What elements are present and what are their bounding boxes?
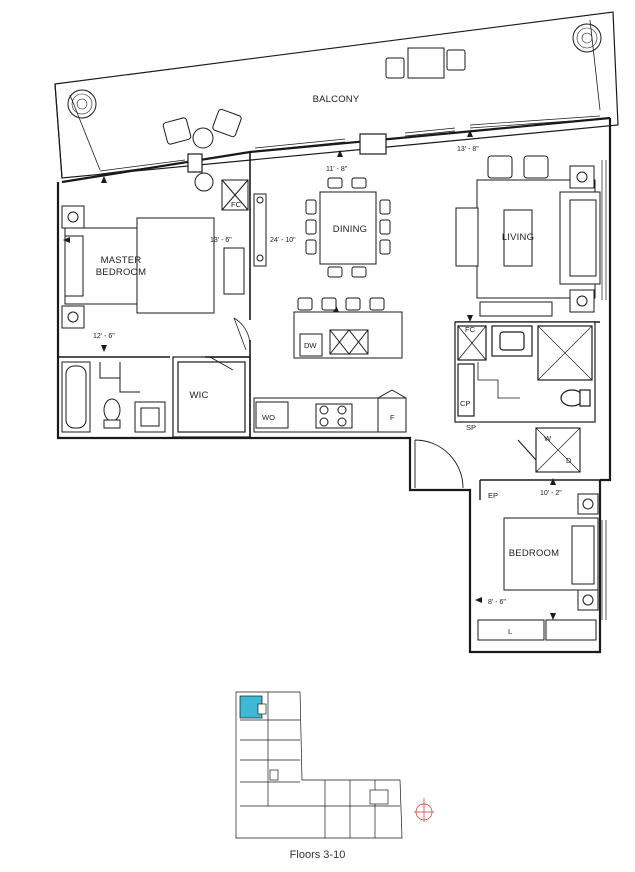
window-lines (99, 115, 607, 620)
balcony (54, 11, 619, 179)
dining-depth-dim: 24' - 10" (270, 237, 296, 244)
sp-label: SP (466, 423, 476, 432)
living-width-dim: 13' - 8" (457, 146, 479, 153)
cp-label: CP (460, 399, 470, 408)
bedroom-depth-dim: 8' - 6" (488, 599, 506, 606)
columns (187, 133, 387, 173)
dining-table (305, 177, 391, 278)
entry-door (414, 439, 464, 489)
bedroom-walls (479, 479, 600, 500)
planter-icon (67, 23, 602, 119)
laundry (517, 427, 581, 473)
kitchen-island (293, 297, 403, 359)
round-chair-icon (194, 172, 214, 192)
living-furniture (455, 155, 601, 317)
kitchen-counter (253, 389, 407, 433)
balcony-label: BALCONY (313, 94, 360, 105)
master-depth-dim: 13' - 6" (210, 237, 232, 244)
dining-width-dim: 11' - 8" (326, 166, 348, 173)
w-label: W (544, 434, 552, 443)
master-door (233, 317, 251, 351)
master-bedroom-label-2: BEDROOM (96, 267, 147, 278)
wo-label: WO (262, 413, 275, 422)
master-ensuite (61, 361, 166, 433)
living-label: LIVING (502, 232, 534, 243)
main-bathroom (454, 321, 596, 423)
dw-label: DW (304, 341, 317, 350)
bedroom-label: BEDROOM (509, 548, 560, 559)
balcony-lounge-set (162, 108, 242, 149)
bedroom-width-dim: 10' - 2" (540, 490, 562, 497)
wic-label: WIC (189, 390, 208, 401)
fc-closet-master (221, 179, 249, 211)
master-bedroom-label-1: MASTER (101, 255, 142, 266)
nightstand-icon (61, 205, 85, 329)
fc-label: FC (231, 200, 242, 209)
balcony-dining-set (385, 47, 466, 79)
dining-label: DINING (333, 224, 367, 235)
fc-bath-label: FC (465, 325, 476, 334)
wall-post (253, 193, 267, 267)
master-width-dim: 12' - 6" (93, 333, 115, 340)
f-label: F (390, 413, 395, 422)
key-plan-caption: Floors 3-10 (289, 849, 346, 861)
wic-walls (172, 356, 251, 438)
bedroom-furniture (477, 493, 599, 641)
l-label: L (508, 627, 512, 636)
d-label: D (566, 456, 572, 465)
ep-label: EP (488, 491, 498, 500)
key-plan (235, 691, 403, 839)
master-bed (64, 217, 245, 314)
north-arrow-icon (414, 798, 434, 822)
